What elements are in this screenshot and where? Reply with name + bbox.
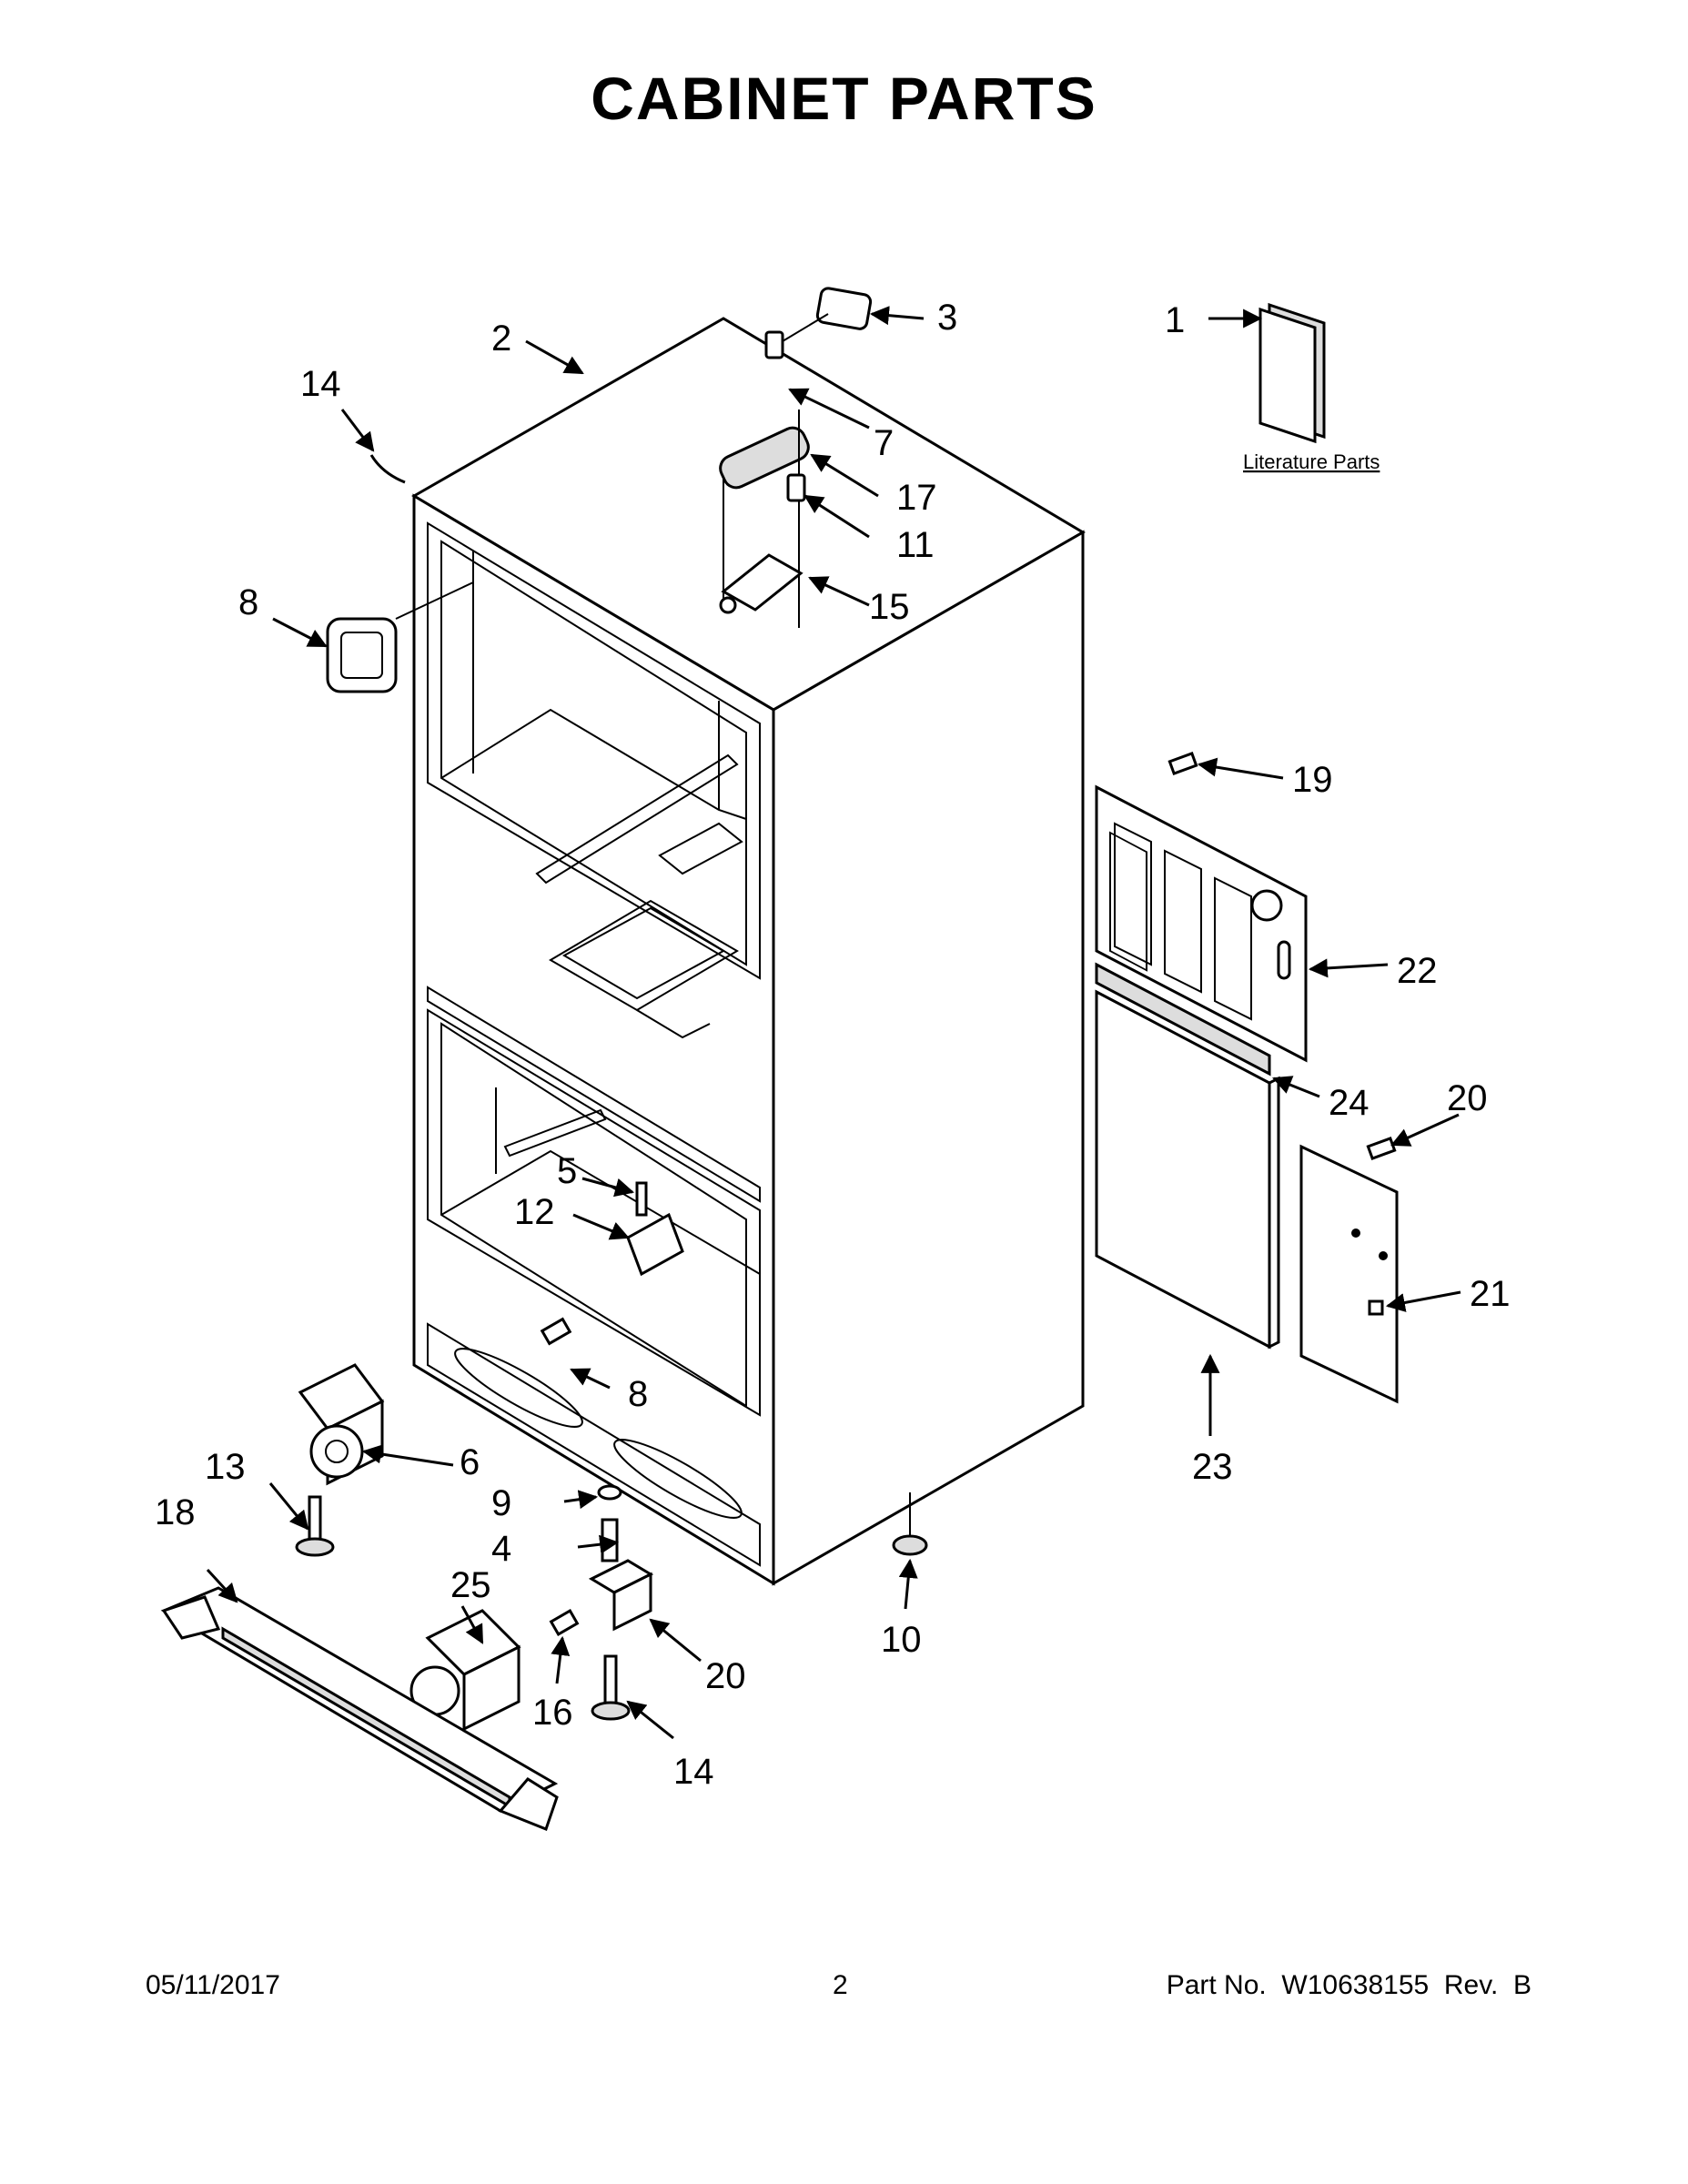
foot-pad-11 xyxy=(892,1534,928,1556)
callout-arrows xyxy=(206,306,1461,1740)
strip-25 xyxy=(1095,962,1271,1077)
callout-14-right: 14 xyxy=(673,1752,714,1792)
washer-10 xyxy=(597,1484,622,1501)
cabinet-body xyxy=(411,317,1086,1586)
access-plate-22 xyxy=(1299,1144,1399,1404)
pin-4 xyxy=(601,1518,619,1562)
callout-16: 15 xyxy=(869,587,910,627)
callout-10: 9 xyxy=(491,1483,511,1523)
screw-5 xyxy=(635,1181,648,1217)
callout-5: 5 xyxy=(557,1151,577,1191)
callout-3: 3 xyxy=(937,298,957,338)
callout-9: 8 xyxy=(628,1374,648,1414)
callout-20-lower: 20 xyxy=(1447,1078,1488,1118)
callout-22: 21 xyxy=(1470,1274,1511,1314)
callout-8-lower: 25 xyxy=(450,1565,491,1605)
callout-2: 2 xyxy=(491,318,511,359)
callout-4: 4 xyxy=(491,1529,511,1569)
callout-12: 11 xyxy=(896,525,935,565)
footer-page-number: 2 xyxy=(833,1970,848,2000)
literature-parts-label: Literature Parts xyxy=(1243,450,1380,473)
top-hinge-assembly xyxy=(719,287,873,628)
rear-cover-24 xyxy=(1095,989,1280,1350)
callout-1: 1 xyxy=(1165,300,1185,340)
bracket-21 xyxy=(588,1559,654,1632)
callout-6: 6 xyxy=(460,1442,480,1482)
callout-20-upper: 19 xyxy=(1292,760,1333,800)
footer-date: 05/11/2017 xyxy=(146,1970,280,2000)
screw-20a xyxy=(1167,752,1198,775)
literature-booklet xyxy=(1258,302,1326,444)
page-title: CABINET PARTS xyxy=(591,65,1097,132)
callout-15: 14 xyxy=(300,364,341,404)
rear-panel-23 xyxy=(1095,784,1308,1063)
callout-18: 17 xyxy=(896,478,937,518)
part-15-shape xyxy=(369,454,406,484)
bracket-13 xyxy=(626,1212,684,1277)
callout-23: 22 xyxy=(1397,951,1438,991)
roller-bracket-6 xyxy=(298,1363,385,1486)
part-8-control xyxy=(326,581,474,693)
callout-17: 16 xyxy=(532,1693,573,1733)
callout-13: 12 xyxy=(514,1192,555,1232)
callout-8-upper: 8 xyxy=(238,582,258,622)
callout-14-left: 13 xyxy=(205,1447,246,1487)
callout-21: 20 xyxy=(705,1656,746,1696)
toe-grille-19 xyxy=(160,1586,559,1831)
callout-19: 18 xyxy=(155,1492,196,1532)
screw-20b xyxy=(1366,1137,1397,1160)
callout-7: 7 xyxy=(874,423,894,463)
callout-25: 24 xyxy=(1329,1083,1370,1123)
screw-17 xyxy=(549,1609,580,1636)
callout-11: 10 xyxy=(881,1620,922,1660)
screw-9 xyxy=(540,1317,572,1346)
leveling-leg-14a xyxy=(295,1495,335,1557)
leveling-leg-14b xyxy=(591,1654,631,1721)
callout-24: 23 xyxy=(1192,1447,1233,1487)
footer-part-number: Part No. W10638155 Rev. B xyxy=(1166,1970,1531,2000)
